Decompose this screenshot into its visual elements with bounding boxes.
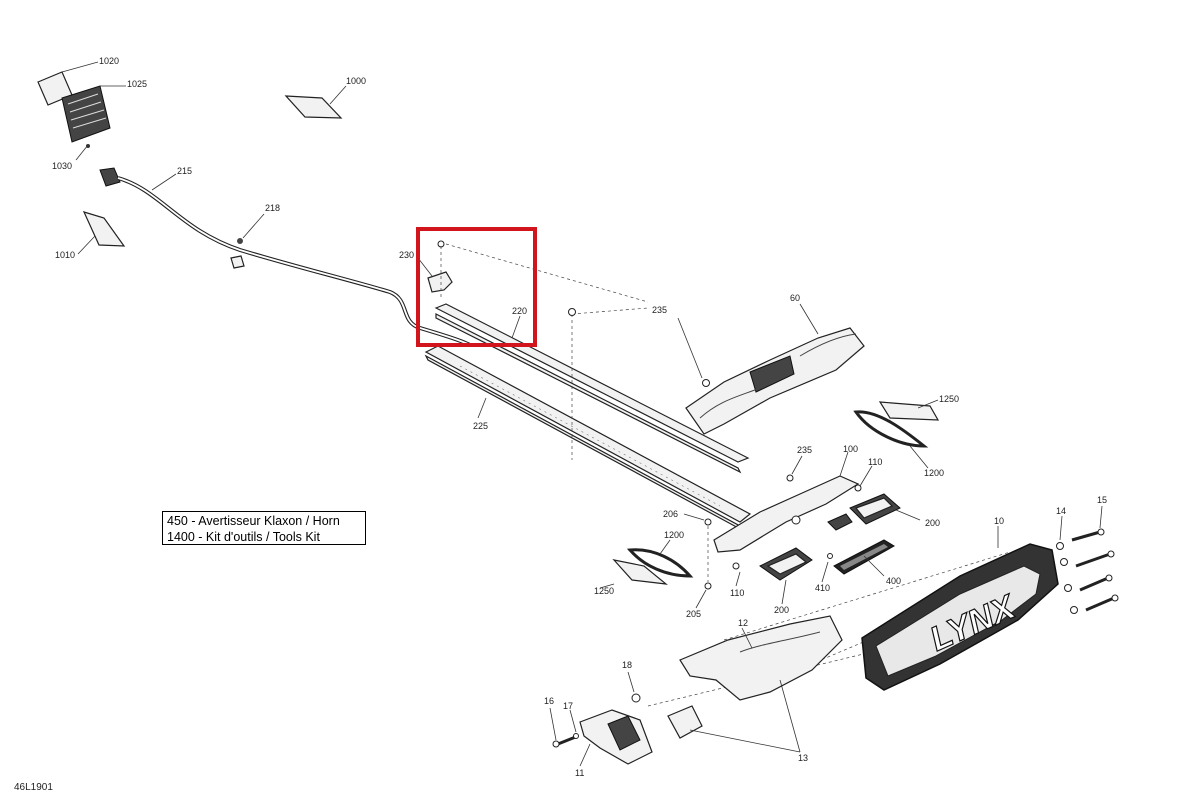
part-14-15-bolts [1056,505,1119,614]
part-1200-1250-lens-lower [599,539,694,589]
callout-215: 215 [177,166,192,176]
callout-100: 100 [843,444,858,454]
part-218-clip [230,213,265,269]
note-tools-kit: 1400 - Kit d'outils / Tools Kit [167,530,320,544]
highlight-box [416,227,537,347]
callout-200-upper: 200 [925,518,940,528]
callout-60: 60 [790,293,800,303]
callout-11: 11 [575,768,584,778]
callout-230: 230 [399,250,414,260]
part-235-screws [568,308,803,482]
callout-1010: 1010 [55,250,75,260]
callout-labels: 1020 1025 1030 1000 215 218 1010 230 220… [52,56,1107,778]
callout-410: 410 [815,583,830,593]
callout-235-upper: 235 [652,305,667,315]
callout-110-upper: 110 [868,457,882,467]
part-110-200-lamps [732,465,921,605]
callout-1200-upper: 1200 [924,468,944,478]
part-13-spacers [667,679,801,753]
callout-225: 225 [473,421,488,431]
callout-235-lower: 235 [797,445,812,455]
note-horn: 450 - Avertisseur Klaxon / Horn [167,514,340,528]
callout-18: 18 [622,660,632,670]
callout-206: 206 [663,509,678,519]
part-12-bracket [679,615,843,701]
callout-1250-upper: 1250 [939,394,959,404]
note-box: 450 - Avertisseur Klaxon / Horn 1400 - K… [162,511,366,545]
callout-1200-lower: 1200 [664,530,684,540]
callout-205: 205 [686,609,701,619]
part-100-bracket [713,451,860,553]
part-215-harness [99,167,471,347]
callout-13: 13 [798,753,808,763]
callout-1250-lower: 1250 [594,586,614,596]
callout-1030: 1030 [52,161,72,171]
part-10-nameplate-panel: LYNX [861,526,1059,691]
callout-110-lower: 110 [730,588,744,598]
callout-14: 14 [1056,506,1066,516]
part-1000-decal [284,85,347,119]
callout-15: 15 [1097,495,1107,505]
part-410-400 [821,539,895,583]
callout-1025: 1025 [127,79,147,89]
part-60-light-housing [685,303,865,435]
callout-218: 218 [265,203,280,213]
callout-12: 12 [738,618,748,628]
part-1010-decal [77,211,126,255]
callout-200-lower: 200 [774,605,789,615]
diagram-code: 46L1901 [14,782,53,793]
callout-1000: 1000 [346,76,366,86]
callout-10: 10 [994,516,1004,526]
callout-1020: 1020 [99,56,119,66]
part-1025-case [61,85,126,161]
part-11-mount [549,671,653,767]
part-1250-1200-lens-upper [853,399,940,469]
callout-16: 16 [544,696,554,706]
callout-220: 220 [512,306,527,316]
part-206-205-fasteners [683,513,712,609]
callout-17: 17 [563,701,573,711]
callout-400: 400 [886,576,901,586]
